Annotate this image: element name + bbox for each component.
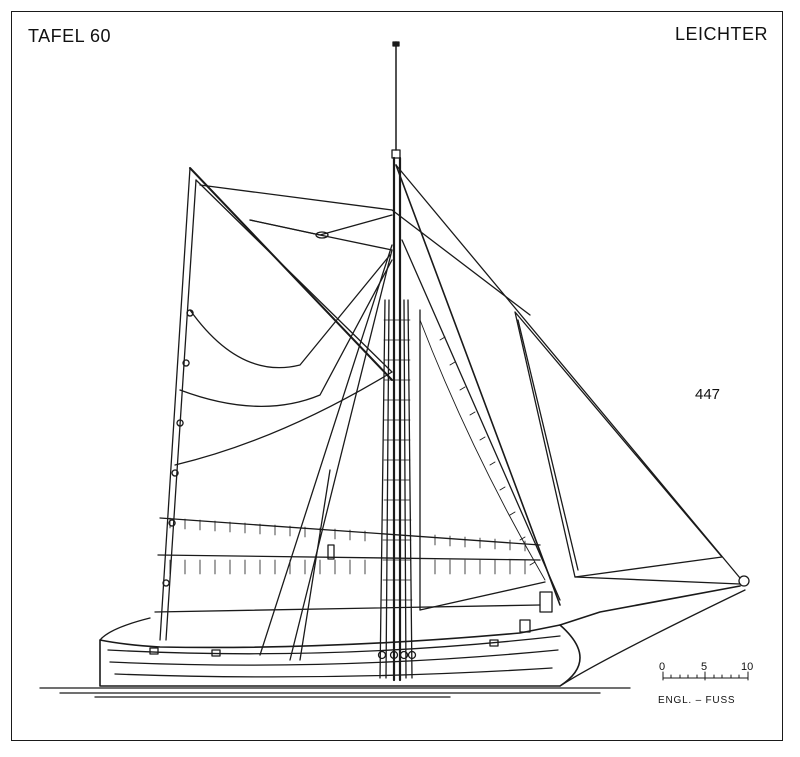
figure-number: 447 — [695, 386, 721, 403]
scale-bar — [662, 671, 749, 681]
scale-unit-label: ENGL. – FUSS — [658, 695, 736, 706]
plate-frame: TAFEL 60 LEICHTER 447 ENGL. – FUSS — [11, 11, 783, 741]
vessel-type-title: LEICHTER — [674, 24, 768, 44]
hull — [99, 575, 750, 687]
waterline — [39, 687, 631, 698]
scale-tick-5: 5 — [701, 661, 707, 673]
spritsail — [154, 167, 541, 641]
staysail — [395, 164, 561, 611]
scale-ticks: 0 5 10 — [659, 661, 753, 673]
jib — [395, 164, 741, 585]
scale-tick-0: 0 — [659, 661, 665, 673]
mast — [377, 41, 417, 682]
scale-tick-10: 10 — [741, 661, 753, 673]
plate-label: TAFEL 60 — [28, 26, 112, 46]
